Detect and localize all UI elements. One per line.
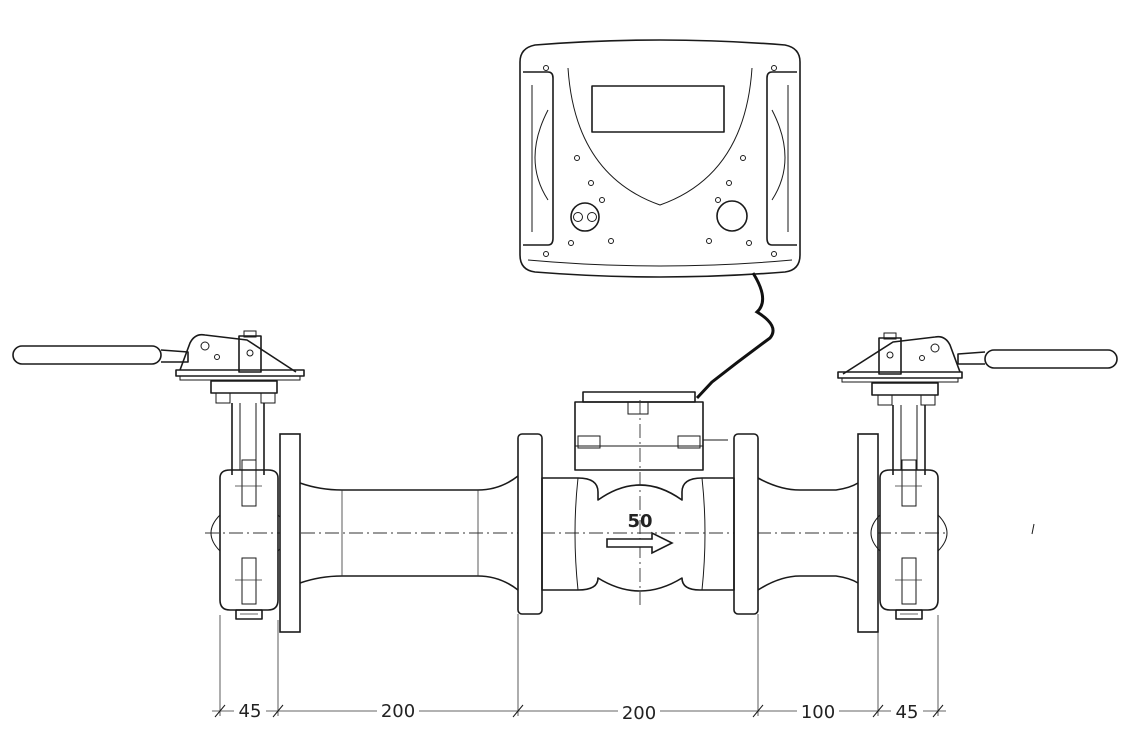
dimension-label: 200: [381, 701, 415, 722]
calculator-unit: [519, 39, 801, 278]
signal-cable: [695, 272, 775, 400]
left-butterfly-valve: [12, 330, 305, 620]
right-grip: [766, 71, 797, 246]
round-button: [716, 200, 748, 232]
dimension-label: 45: [239, 701, 262, 722]
left-valve-handle: [12, 330, 297, 373]
right-pipe-spool: [757, 433, 879, 633]
arrow-right-icon: [606, 531, 674, 555]
screw-holes: [543, 65, 777, 257]
right-valve-handle: [842, 332, 1118, 375]
right-butterfly-valve: [837, 332, 1118, 620]
dual-button: [570, 202, 600, 232]
left-pipe-spool: [279, 433, 519, 633]
dimension-labels: 45 200 200 100 45: [234, 700, 923, 724]
dimension-label: 100: [801, 702, 835, 723]
nominal-size-label: 50: [627, 511, 652, 532]
dimension-label: 45: [896, 702, 919, 723]
stray-mark: [1031, 523, 1035, 535]
water-meter-body: 50: [517, 391, 759, 615]
lcd-display: [591, 85, 725, 133]
left-grip: [523, 71, 554, 246]
dimension-label: 200: [622, 703, 656, 724]
